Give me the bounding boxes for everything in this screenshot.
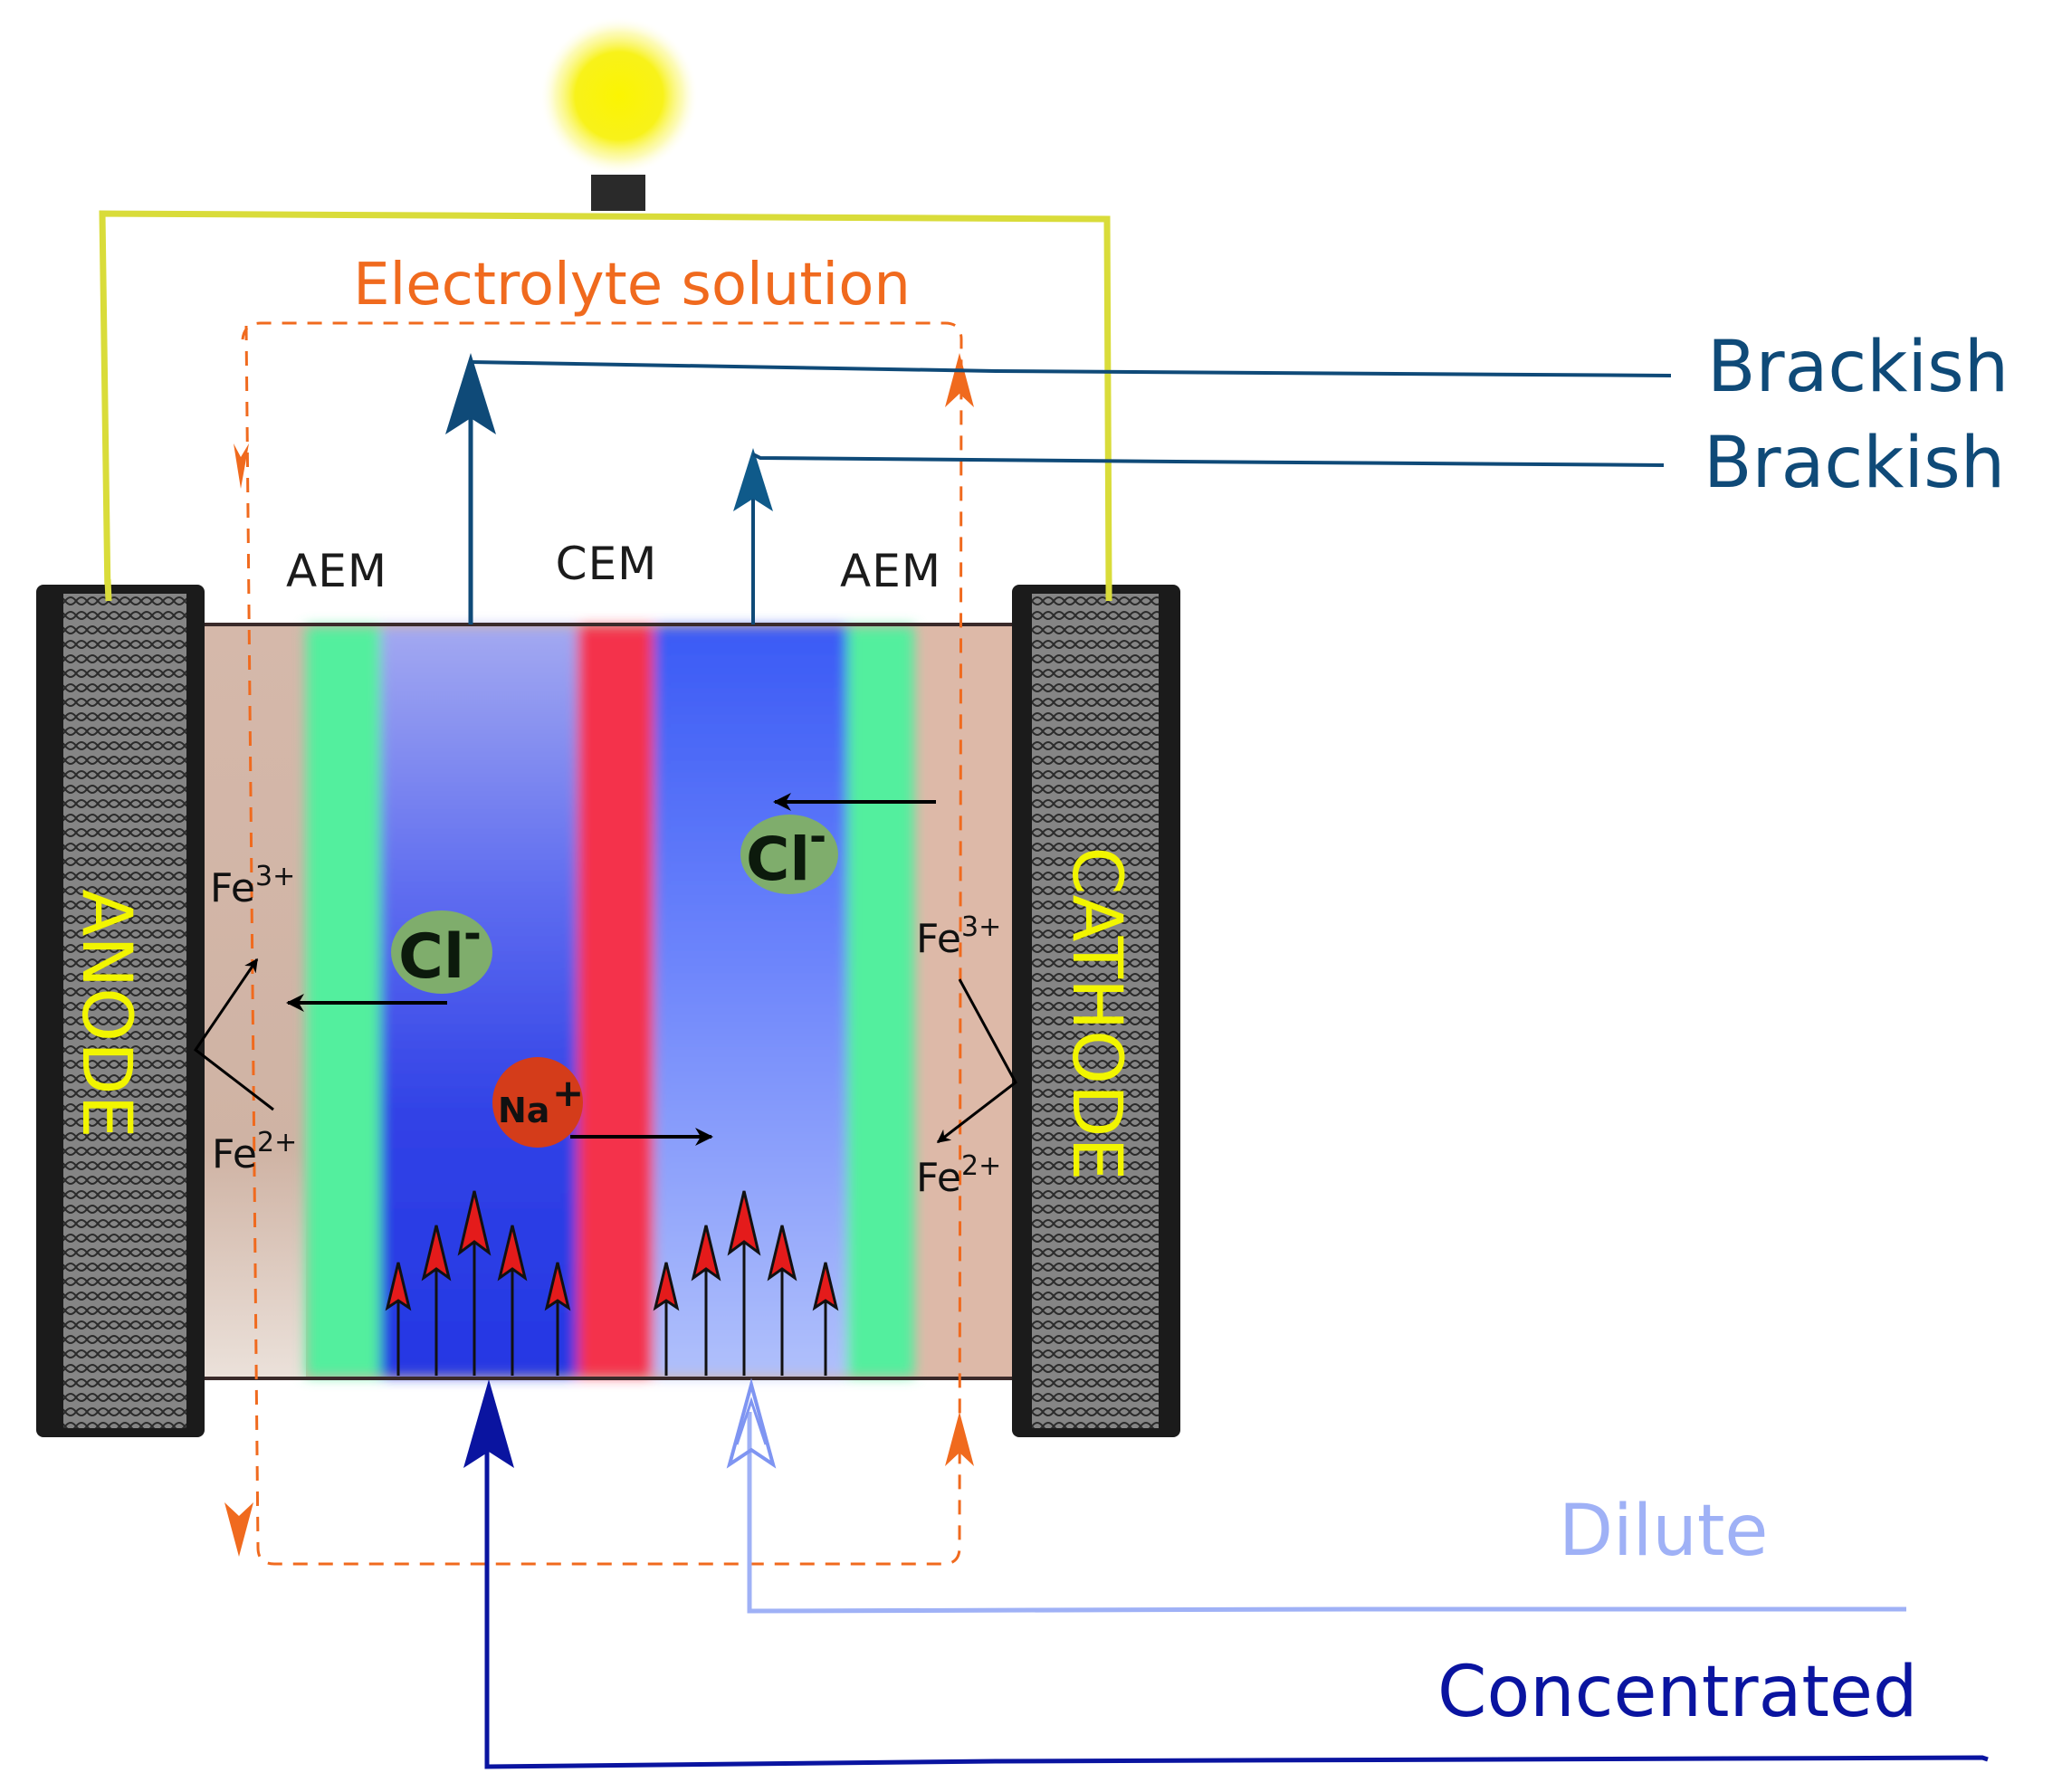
fe3-label-cathode: Fe 3+ [916, 911, 1001, 962]
aem-membrane-right [847, 626, 914, 1377]
svg-text:3+: 3+ [255, 861, 295, 892]
concentrated-label: Concentrated [1437, 1652, 1917, 1733]
brackish-outflow-1 [445, 353, 1672, 624]
svg-text:Fe: Fe [916, 1155, 961, 1201]
svg-text:2+: 2+ [961, 1150, 1001, 1182]
cem-label: CEM [556, 538, 658, 590]
cem-membrane [578, 626, 654, 1377]
light-bulb-icon [539, 16, 699, 176]
external-wire [99, 210, 1112, 598]
svg-text:-: - [809, 812, 826, 861]
cathode-reduction-arrow [936, 978, 1017, 1144]
svg-text:Na: Na [498, 1091, 549, 1130]
bulb-socket [591, 175, 645, 211]
anode-oxidation-arrow [193, 958, 274, 1111]
concentrated-inflow [463, 1379, 1989, 1769]
svg-text:Cl: Cl [746, 825, 810, 894]
fe3-label-anode: Fe 3+ [210, 861, 295, 911]
aem-label-right: AEM [840, 545, 941, 597]
electrolyte-flow-arrows [224, 353, 974, 1557]
svg-text:3+: 3+ [961, 911, 1001, 943]
brackish-label-2: Brackish [1704, 423, 2005, 504]
svg-text:Cl: Cl [398, 921, 464, 993]
dilute-channel [654, 626, 847, 1377]
brackish-outflow-2 [733, 448, 1665, 624]
anode-label: ANODE [67, 889, 148, 1138]
dilute-label: Dilute [1559, 1491, 1768, 1572]
chloride-ion-right: Cl - [740, 812, 838, 894]
svg-text:Fe: Fe [210, 865, 255, 911]
brackish-label-1: Brackish [1707, 327, 2009, 408]
dilute-inflow [726, 1377, 1906, 1614]
electrolyte-solution-label: Electrolyte solution [353, 252, 911, 319]
cathode-label: CATHODE [1057, 846, 1138, 1180]
cathode-electrolyte-compartment [914, 626, 1021, 1377]
svg-text:+: + [552, 1071, 584, 1115]
svg-text:Fe: Fe [916, 916, 961, 962]
fe2-label-anode: Fe 2+ [212, 1127, 297, 1177]
sodium-ion: Na + [492, 1057, 584, 1148]
fe2-label-cathode: Fe 2+ [916, 1150, 1001, 1201]
svg-text:Fe: Fe [212, 1131, 257, 1177]
svg-text:2+: 2+ [257, 1127, 297, 1158]
dilute-flow-arrows [653, 1190, 839, 1376]
chloride-ion-left: Cl - [391, 909, 492, 994]
svg-text:-: - [463, 909, 482, 959]
concentrated-flow-arrows [385, 1190, 571, 1376]
aem-label-left: AEM [286, 545, 387, 597]
